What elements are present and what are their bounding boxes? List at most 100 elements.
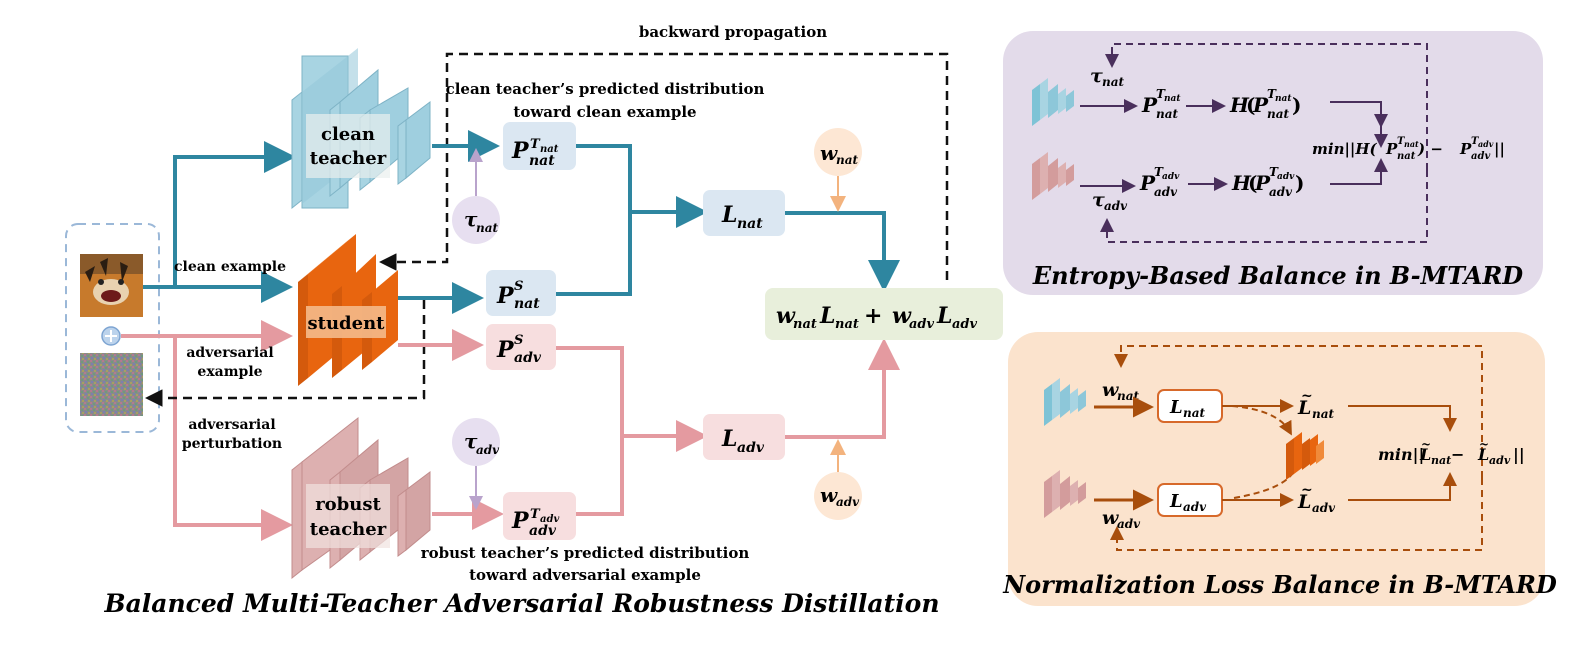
adversarial-example-label-2: example [197,364,262,380]
l-nat-node: L nat [703,190,785,236]
input-dashed-box [65,223,160,433]
sum-l2: L [936,303,952,329]
l-adv-symbol: L [721,426,737,452]
entropy-arrow-3 [1330,101,1388,128]
entropy-min-p-nat-sup: T [1397,136,1406,147]
normalization-panel-background [1008,332,1545,606]
entropy-h-nat-p: P [1252,93,1269,117]
entropy-h-nat: H [1229,93,1250,117]
ps-adv-sup: S [514,333,523,348]
entropy-clean-teacher-icon [1032,78,1074,126]
entropy-min-p-nat-sub: nat [1397,151,1416,162]
svg-text:T: T [530,137,541,152]
norm-arrow-6 [1348,472,1457,501]
sum-l1: L [819,303,835,329]
w-nat-node: w nat [814,128,862,176]
l-nat-sub: nat [737,216,763,232]
p-symbol: P [511,138,530,164]
clean-distribution-label-1: clean teacher’s predicted distribution [446,80,765,98]
plus-icon [105,330,117,342]
norm-top-feedback-line [1114,345,1483,478]
sum-w2-sub: adv [909,317,935,332]
entropy-p-adv-sup-sub: adv [1162,172,1180,182]
norm-student-icon [1286,432,1324,480]
entropy-tau-adv: τ [1092,189,1105,211]
norm-l-nat-node: L nat [1157,389,1223,423]
arrow-ps-adv-to-ladv [556,346,708,452]
entropy-min-p-adv: P [1459,140,1472,158]
norm-w-nat: w [1102,379,1119,401]
entropy-h-nat-paren-close: ) [1292,93,1301,117]
ps-adv-sub: adv [514,350,542,366]
ps-nat-node: P S nat [486,270,556,316]
entropy-h-adv-paren-close: ) [1295,171,1304,195]
entropy-panel: τ nat τ adv P T nat nat H ( P T nat nat … [1003,31,1543,295]
norm-bottom-feedback-line [1110,478,1483,551]
entropy-min-p-adv-sub: adv [1471,151,1490,162]
entropy-min-p-adv-sup-sub: adv [1478,139,1494,149]
norm-min-l-nat: L [1419,445,1431,464]
entropy-h-nat-paren: ( [1246,93,1255,117]
ps-nat-symbol: P [496,283,515,309]
perturbation-label-2: perturbation [182,436,282,452]
arrow-ps-nat-to-lnat [556,212,632,296]
clean-teacher-label-1: clean [321,124,375,145]
norm-dashed-to-student-1 [1231,405,1292,436]
entropy-p-nat-sub: nat [1156,107,1179,121]
sum-plus: + [864,303,882,329]
normalization-panel: w nat w adv L nat L adv L ~ nat L [1002,332,1557,606]
sum-l2-sub: adv [952,317,978,332]
robust-distribution-label-2: toward adversarial example [469,566,701,584]
sum-w1-sub: nat [793,317,817,332]
norm-min-l-nat-tilde: ~ [1421,437,1431,451]
l-nat-symbol: L [721,202,737,228]
weighted-loss-sum: w nat L nat + w adv L adv [765,288,1003,340]
norm-lt-adv: L [1297,491,1311,513]
entropy-p-adv: P [1139,171,1156,195]
norm-arrow-5 [1348,405,1457,432]
tau-adv-sub: adv [476,443,500,457]
entropy-min-p-adv-sup: T [1471,136,1480,147]
entropy-h-nat-sup-sub: nat [1275,94,1292,104]
adversarial-example-label-1: adversarial [186,345,273,361]
normalization-panel-title: Normalization Loss Balance in B-MTARD [1002,570,1557,599]
sum-w2: w [892,303,912,329]
norm-l-nat: L [1169,397,1183,418]
norm-w-nat-sub: nat [1117,389,1140,403]
norm-min-l-nat-sub: nat [1431,454,1451,467]
entropy-h-nat-sup: T [1267,87,1277,101]
w-adv-sub: adv [836,495,860,509]
p-adv-sub: adv [529,523,557,539]
w-adv-node: w adv [814,472,862,520]
main-title: Balanced Multi-Teacher Adversarial Robus… [103,589,939,618]
entropy-h-nat-sub: nat [1267,107,1290,121]
p-adv-sup-t-sub: adv [540,514,559,525]
entropy-p-nat: P [1141,93,1158,117]
norm-l-adv-node: L adv [1157,483,1223,517]
norm-min-close: || [1513,445,1525,464]
ps-adv-node: P S adv [486,324,556,370]
norm-l-adv: L [1169,491,1183,512]
entropy-tau-nat-sub: nat [1102,75,1125,89]
svg-text:P: P [511,138,530,164]
norm-min-prefix: min|| [1378,445,1424,464]
l-adv-node: L adv [703,414,785,460]
entropy-robust-teacher-icon [1032,152,1074,200]
ps-adv-symbol: P [496,337,515,363]
arrow-ladv-to-sum [785,338,900,439]
norm-l-adv-sub: adv [1183,500,1207,514]
entropy-p-nat-sup: T [1156,87,1166,101]
entropy-top-feedback-line [1105,43,1428,170]
tau-symbol: τ [464,207,478,231]
norm-lt-adv-sub: adv [1312,501,1336,515]
entropy-p-adv-sup: T [1154,165,1164,179]
w-nat-sub: nat [836,153,859,167]
main-diagram: clean example adversarial example advers… [65,23,1003,618]
tau-adv-node: τ adv [452,418,500,466]
arrow-p-adv-to-ladv [576,436,624,516]
norm-w-adv-sub: adv [1117,517,1141,531]
norm-lt-nat: L [1297,397,1311,419]
sum-l1-sub: nat [835,317,859,332]
backward-propagation-line [379,52,949,280]
